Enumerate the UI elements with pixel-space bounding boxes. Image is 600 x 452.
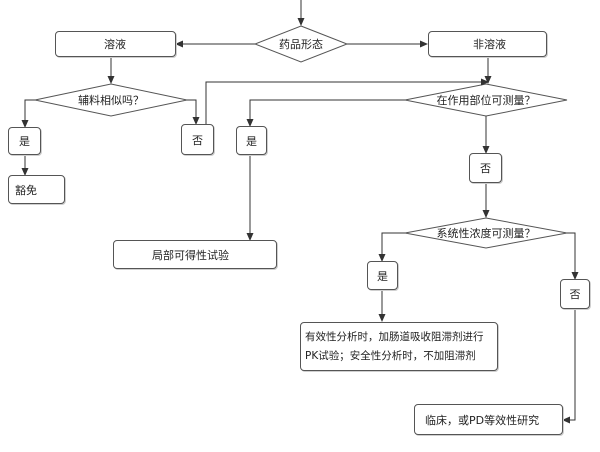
no-box-systemic: 否 xyxy=(560,279,590,309)
yes-box-measurable: 是 xyxy=(236,126,267,155)
pk-line-1: 有效性分析时，加肠道吸收阻滞剂进行 xyxy=(305,330,484,343)
waiver-box: 豁免 xyxy=(8,175,65,204)
local-bioavailability-box: 局部可得性试验 xyxy=(113,240,277,269)
dosage-form-decision xyxy=(253,25,349,63)
excipient-decision xyxy=(34,83,188,117)
yes-box-systemic: 是 xyxy=(367,261,398,290)
arrow-no-to-non-solution xyxy=(205,78,489,124)
clinical-pd-box: 临床，或PD等效性研究 xyxy=(414,404,563,435)
arrow-excipient-yes xyxy=(21,99,35,128)
systemic-measurable-decision xyxy=(404,217,568,249)
arrow-systemic-yes xyxy=(378,232,405,262)
arrow-systemic-no xyxy=(567,232,579,280)
dosage-form-label: 药品形态 xyxy=(279,38,323,51)
pk-study-box: 有效性分析时，加肠道吸收阻滞剂进行 PK试验；安全性分析时，不加阻滞剂 xyxy=(300,322,498,371)
no-box-measurable: 否 xyxy=(469,153,502,183)
systemic-measurable-label: 系统性浓度可测量？ xyxy=(436,227,536,240)
measurable-at-site-label: 在作用部位可测量？ xyxy=(436,94,536,107)
non-solution-box: 非溶液 xyxy=(428,31,547,57)
solution-box: 溶液 xyxy=(55,31,176,57)
yes-box-excipient: 是 xyxy=(8,127,41,155)
pk-line-2: PK试验；安全性分析时，不加阻滞剂 xyxy=(305,349,476,362)
no-box-excipient: 否 xyxy=(181,124,214,155)
excipient-label: 辅料相似吗？ xyxy=(78,94,144,107)
arrow-excipient-no xyxy=(187,99,200,125)
arrow-measurable-yes xyxy=(246,99,405,127)
arrow-no-to-clinical xyxy=(562,309,576,424)
